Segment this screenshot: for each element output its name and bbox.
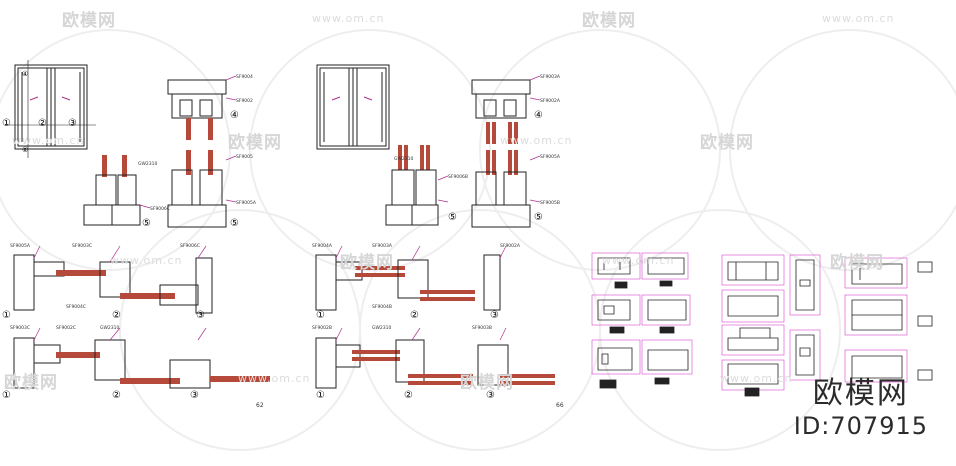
profile-label: GW2310 — [100, 325, 120, 331]
profile-label: SF9002A — [500, 243, 521, 249]
section-mark: ① — [2, 310, 11, 321]
page-number-sheet-2: 66 — [556, 402, 564, 409]
horizontal-section-row-4 — [315, 337, 555, 389]
section-mark: ③ — [190, 390, 199, 401]
profile-label: GW2310 — [372, 325, 392, 331]
profile-label: SF9003C — [72, 243, 92, 249]
profile-label: SF9002B — [312, 325, 332, 331]
watermark-logo: 欧模网 — [700, 133, 754, 153]
horizontal-section-row-2 — [13, 337, 270, 389]
section-mark: ③ — [486, 390, 495, 401]
watermark-logo: 欧模网 — [62, 11, 116, 31]
section-mark: ③ — [68, 118, 77, 129]
profile-label: GW2310 — [138, 161, 158, 167]
watermark-url: www.om.cn — [312, 12, 385, 25]
profile-label: SF9005A — [10, 243, 31, 249]
horizontal-section-row-1 — [13, 254, 213, 314]
watermark-logo: 欧模网 — [340, 253, 394, 273]
section-mark: ② — [112, 390, 121, 401]
section-mark: ① — [2, 118, 11, 129]
section-mark: ⑤ — [534, 212, 543, 223]
section-mark: ④ — [22, 70, 29, 78]
drawing-labels: SF9004SF9002SF9005SF9005AGW2310SF9006CSF… — [10, 74, 561, 331]
profile-label: GW2310 — [394, 156, 414, 162]
watermark-url: www.om.cn — [720, 372, 793, 385]
leader-lines-1 — [33, 75, 237, 341]
section-mark: ⑥ — [22, 146, 29, 154]
watermark-url: www.om.cn — [12, 134, 85, 147]
profile-label: SF9002A — [540, 98, 561, 104]
profile-label: SF9006C — [180, 243, 200, 249]
sill-section-1 — [83, 155, 141, 226]
section-mark: ④ — [230, 110, 239, 121]
brand-id: ID:707915 — [793, 412, 928, 440]
section-mark: ⑤ — [230, 218, 239, 229]
profile-shapes — [597, 257, 933, 397]
section-mark: ② — [112, 310, 121, 321]
brand-name: 欧模网 — [812, 376, 909, 411]
brand-stamp: 欧模网 ID:707915 — [794, 368, 928, 440]
profile-label: SF9004 — [236, 74, 253, 80]
profile-label: SF9006C — [150, 206, 170, 212]
profile-label: SF9002 — [236, 98, 253, 104]
section-mark: ① — [316, 390, 325, 401]
profile-label: SF9003A — [540, 74, 561, 80]
profile-label: SF9005 — [236, 154, 253, 160]
profile-label: SF9004B — [372, 304, 392, 310]
section-mark: ④ — [534, 110, 543, 121]
profile-label: SF9003B — [472, 325, 492, 331]
vertical-section-1 — [167, 79, 227, 228]
profile-label: SF9006B — [448, 174, 468, 180]
watermark-url: www.om.cn — [822, 12, 895, 25]
section-mark: ③ — [490, 310, 499, 321]
profile-label: SF9005B — [540, 200, 560, 206]
leader-lines-2 — [335, 75, 541, 341]
sheet-1 — [5, 60, 270, 389]
section-mark: ⑤ — [142, 218, 151, 229]
watermark-logo: 欧模网 — [460, 373, 514, 393]
profile-label: SF9005A — [236, 200, 257, 206]
section-mark: ② — [404, 390, 413, 401]
sheet-2 — [315, 64, 555, 389]
watermark-url: www.om.cn — [238, 372, 311, 385]
section-mark: ⑤ — [448, 212, 457, 223]
section-mark: ① — [316, 310, 325, 321]
section-mark: ① — [2, 390, 11, 401]
horizontal-section-row-3 — [315, 254, 501, 311]
dimension-lines — [591, 252, 908, 391]
watermark-logo: 欧模网 — [228, 133, 282, 153]
watermark-url: www.om.cn — [602, 254, 675, 267]
profile-label: SF9002C — [56, 325, 76, 331]
watermark-logo: 欧模网 — [582, 11, 636, 31]
profile-label: SF9004A — [312, 243, 333, 249]
vertical-section-2 — [471, 79, 531, 228]
watermark-url: www.om.cn — [110, 254, 183, 267]
section-mark: ② — [410, 310, 419, 321]
sheet-3-profiles — [591, 252, 933, 397]
profile-label: SF9003C — [10, 325, 30, 331]
section-mark: ② — [38, 118, 47, 129]
window-elevation-1 — [5, 60, 96, 158]
page-number-sheet-1: 62 — [256, 402, 264, 409]
watermark-url: www.om.cn — [500, 134, 573, 147]
profile-label: SF9005A — [540, 154, 561, 160]
profile-label: SF9003A — [372, 243, 393, 249]
watermark-logo: 欧模网 — [830, 253, 884, 273]
window-elevation-2 — [316, 64, 390, 150]
watermark-logo: 欧模网 — [4, 373, 58, 393]
sill-section-2 — [385, 145, 439, 226]
profile-label: SF9004C — [66, 304, 86, 310]
section-mark: ③ — [196, 310, 205, 321]
